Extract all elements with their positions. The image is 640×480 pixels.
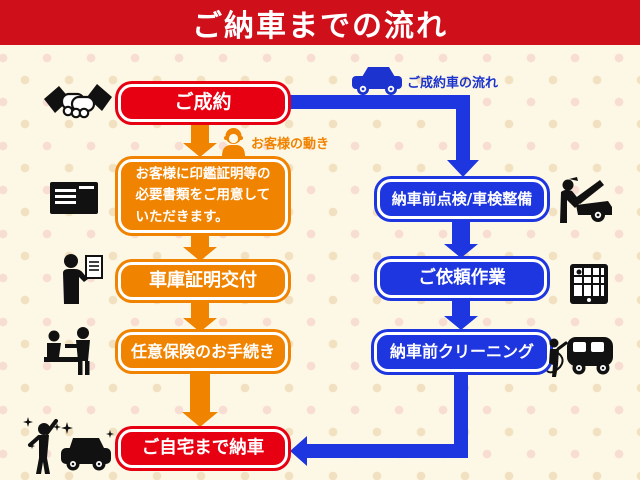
step-insurance-label: 任意保険のお手続き [130, 341, 275, 361]
step-insurance: 任意保険のお手続き [118, 332, 288, 371]
step-documents: お客様に印鑑証明等の 必要書類をご用意して いただきます。 [118, 159, 288, 233]
step-garage-certificate: 車庫証明交付 [118, 262, 288, 300]
page-title: ご納車までの流れ [192, 8, 448, 44]
step-cleaning-label: 納車前クリーニング [389, 342, 534, 361]
documents-icon [50, 182, 98, 214]
arrow-down-4 [182, 374, 218, 427]
connector-cleaning-to-delivery [290, 372, 468, 466]
arrow-down-5 [444, 221, 478, 258]
delivery-celebrate-icon [22, 416, 114, 476]
arrow-down-3 [183, 303, 217, 332]
step-contract: ご成約 [118, 84, 288, 122]
customer-flow-label: お客様の動き [251, 137, 330, 152]
arrow-down-1 [183, 123, 217, 157]
step-cleaning: 納車前クリーニング [374, 332, 550, 372]
step-home-delivery: ご自宅まで納車 [118, 429, 288, 468]
car-flow-label: ご成約車の流れ [407, 76, 499, 91]
step-garage-certificate-label: 車庫証明交付 [149, 269, 257, 291]
person-clipboard-icon [60, 254, 104, 304]
step-requested-work-label: ご依頼作業 [418, 267, 506, 288]
car-wash-icon [546, 332, 614, 378]
step-requested-work: ご依頼作業 [377, 259, 547, 298]
step-inspection: 納車前点検/車検整備 [377, 179, 547, 219]
arrow-down-2 [183, 235, 217, 261]
operator-icon [221, 127, 246, 156]
mechanic-icon [556, 176, 612, 223]
insurance-desk-icon [44, 327, 102, 375]
step-contract-label: ご成約 [174, 91, 232, 114]
step-inspection-label: 納車前点検/車検整備 [391, 189, 533, 208]
step-documents-label: お客様に印鑑証明等の 必要書類をご用意して いただきます。 [135, 165, 271, 225]
step-home-delivery-label: ご自宅まで納車 [141, 437, 265, 458]
car-icon [352, 66, 402, 96]
header-banner: ご納車までの流れ [0, 0, 640, 45]
handshake-icon [44, 82, 112, 127]
arrow-down-6 [444, 299, 478, 330]
schedule-tablet-icon [570, 264, 608, 304]
